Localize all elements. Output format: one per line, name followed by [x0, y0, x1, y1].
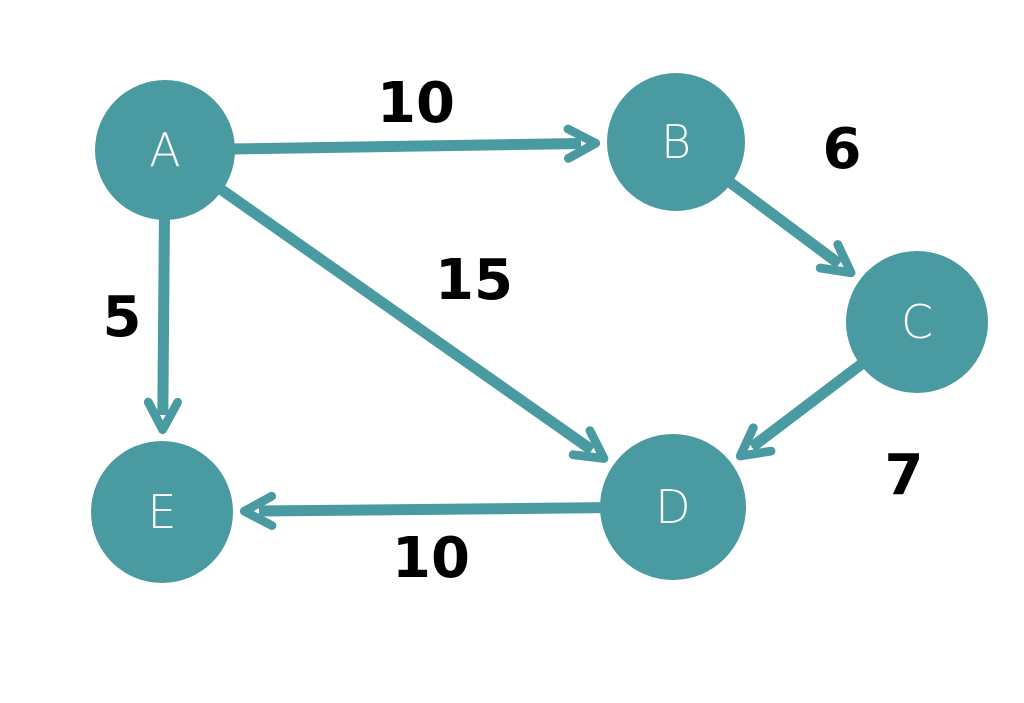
node-label-D: D	[655, 480, 690, 534]
edge-A-to-D	[215, 183, 609, 463]
node-D: D	[600, 434, 746, 580]
node-label-E: E	[147, 485, 176, 539]
edge-arrow	[215, 183, 609, 463]
node-label-A: A	[149, 123, 180, 177]
edge-arrow	[735, 358, 867, 461]
node-E: E	[91, 441, 233, 583]
edge-weight-D-E: 10	[392, 526, 470, 591]
edge-weight-B-C: 6	[823, 117, 862, 182]
edge-A-to-E	[143, 215, 182, 435]
edge-arrow	[143, 215, 182, 435]
edges-layer	[143, 124, 867, 530]
edge-A-to-B	[230, 124, 601, 163]
node-circle-D	[600, 434, 746, 580]
edge-arrow	[230, 124, 601, 163]
edge-weight-A-D: 15	[435, 248, 513, 313]
edge-weight-C-D: 7	[885, 443, 924, 508]
node-circle-A	[95, 80, 235, 220]
nodes-layer: A B C D E	[91, 73, 988, 583]
edge-weight-A-B: 10	[377, 71, 455, 136]
edge-D-to-E	[239, 491, 605, 530]
node-C: C	[846, 251, 988, 393]
edge-weight-A-E: 5	[103, 285, 142, 350]
edge-C-to-D	[735, 358, 867, 461]
edge-weight-labels-layer: 10 6 5 15 7 10	[103, 71, 924, 591]
node-B: B	[607, 73, 745, 211]
node-circle-C	[846, 251, 988, 393]
node-label-B: B	[661, 115, 691, 169]
node-A: A	[95, 80, 235, 220]
node-label-C: C	[901, 295, 933, 349]
node-circle-B	[607, 73, 745, 211]
edge-arrow	[239, 491, 605, 530]
node-circle-E	[91, 441, 233, 583]
edge-arrow	[724, 176, 856, 278]
edge-B-to-C	[724, 176, 856, 278]
